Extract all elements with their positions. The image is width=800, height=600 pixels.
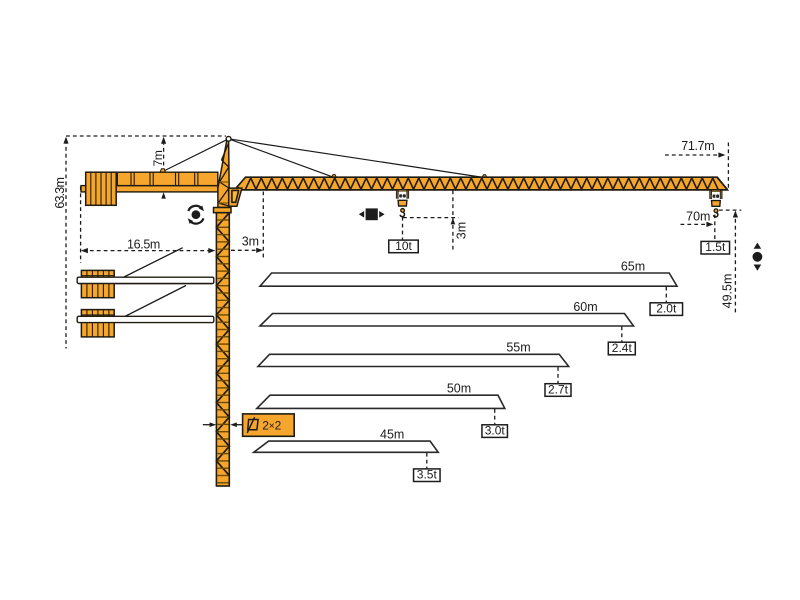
svg-text:45m: 45m [380,428,404,442]
svg-text:3.5t: 3.5t [417,468,438,482]
svg-text:60m: 60m [573,300,597,314]
svg-text:2.7t: 2.7t [548,383,569,397]
svg-text:1.5t: 1.5t [705,240,726,254]
svg-text:63.3m: 63.3m [53,178,67,209]
svg-text:7m: 7m [151,150,165,166]
svg-text:50m: 50m [447,382,471,396]
svg-text:65m: 65m [621,259,645,273]
svg-text:3m: 3m [454,222,468,239]
svg-text:2.4t: 2.4t [612,341,633,355]
svg-text:2.0t: 2.0t [656,302,677,316]
svg-text:49.5m: 49.5m [721,274,735,309]
svg-text:71.7m: 71.7m [681,139,714,153]
svg-text:2: 2 [275,418,282,432]
svg-text:70m: 70m [686,210,710,224]
svg-text:×: × [269,420,275,432]
svg-text:2: 2 [262,418,269,432]
svg-text:55m: 55m [506,341,530,355]
svg-text:3m: 3m [242,235,259,249]
svg-text:16.5m: 16.5m [127,237,160,251]
svg-text:3.0t: 3.0t [485,424,506,438]
svg-text:10t: 10t [395,239,412,253]
